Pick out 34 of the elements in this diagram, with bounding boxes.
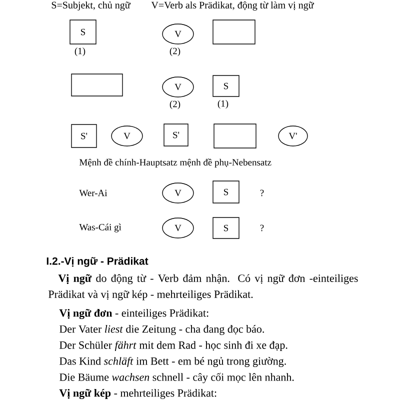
- position-number: (2): [170, 100, 180, 110]
- section-heading: I.2.-Vị ngữ - Prädikat: [46, 257, 148, 267]
- empty-box: [214, 124, 256, 148]
- question-word: Was-Cái gì: [79, 224, 122, 232]
- position-number: (2): [170, 48, 180, 56]
- position-number: (1): [74, 48, 86, 56]
- paragraph: Vị ngữ do động từ - Verb đảm nhận. Có vị ngữ đơn -einteiliges Prädikat và vị ngữ kép - mehrteiliges Prädikat.: [48, 274, 358, 300]
- subject-box: S: [70, 20, 96, 44]
- text-line: Vị ngữ kép - mehrteiliges Prädikat:: [59, 388, 216, 400]
- verb-oval: V': [278, 126, 308, 146]
- text-line: Das Kind schläft im Bett - em bé ngủ trong giường.: [60, 356, 286, 368]
- subject-box: S: [212, 217, 240, 239]
- verb-oval: V: [162, 76, 194, 98]
- position-number: (1): [218, 100, 228, 109]
- verb-oval: V: [111, 126, 143, 146]
- verb-oval: V: [162, 182, 194, 204]
- question-mark: ?: [260, 190, 264, 196]
- text-line: Vị ngữ đơn - einteiliges Prädikat:: [59, 308, 208, 320]
- subject-box: S: [212, 180, 240, 204]
- subject-box: S: [212, 75, 240, 97]
- caption-text: Mệnh đề chính-Hauptsatz mệnh đề phụ-Nebensatz: [79, 158, 272, 168]
- text-line: Der Vater liest die Zeitung - cha đang đọc báo.: [60, 325, 264, 335]
- verb-oval: V: [162, 24, 194, 44]
- subject-box: S': [164, 124, 188, 146]
- empty-box: [71, 74, 123, 96]
- verb-oval: V: [162, 218, 194, 238]
- legend-text: S=Subjekt, chủ ngữ: [52, 1, 131, 11]
- text-line: Der Schüler fährt mit dem Rad - học sinh đi xe đạp.: [60, 340, 288, 352]
- question-mark: ?: [260, 224, 264, 232]
- text-line: Die Bäume wachsen schnell - cây cối mọc lên nhanh.: [60, 372, 294, 384]
- legend-text: V=Verb als Prädikat, động từ làm vị ngữ: [151, 1, 314, 11]
- subject-box: S': [71, 124, 97, 148]
- question-word: Wer-Ai: [79, 190, 108, 196]
- empty-box: [212, 20, 256, 44]
